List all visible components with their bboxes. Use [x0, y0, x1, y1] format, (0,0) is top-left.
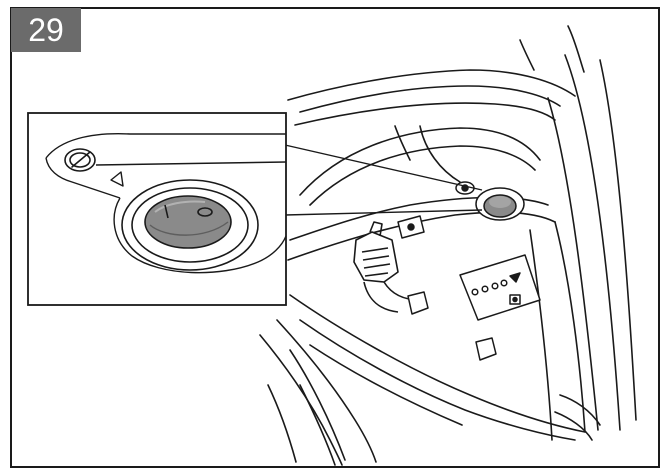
right-column — [564, 54, 621, 431]
power-symbol-icon — [64, 148, 96, 172]
round-knob-icon — [121, 179, 259, 271]
machine-body — [259, 25, 637, 466]
outer-border — [10, 7, 660, 468]
deck-brackets — [397, 215, 497, 361]
inset-decal — [45, 133, 287, 274]
deck-knob — [455, 181, 525, 221]
dashboard-recess — [299, 127, 541, 196]
indicator-panel-icon — [459, 254, 541, 321]
triangle-pointer-icon — [110, 171, 124, 187]
lower-body — [289, 294, 586, 433]
upper-cowl — [287, 69, 576, 101]
callout-lines — [284, 144, 483, 216]
step-number-badge: 29 — [11, 8, 81, 52]
